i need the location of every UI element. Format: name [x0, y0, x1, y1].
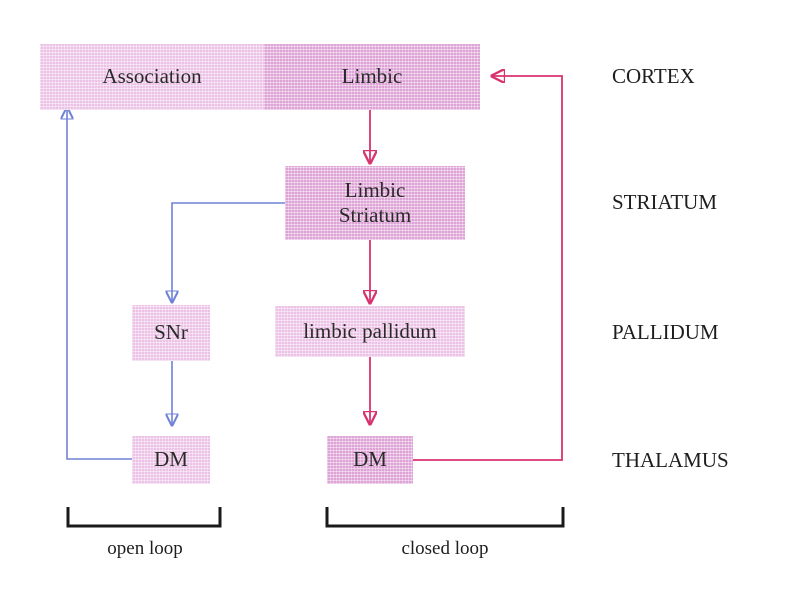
pallidum-level-label: PALLIDUM [612, 320, 719, 344]
open-loop-label: open loop [107, 538, 183, 559]
limbic-pallidum-box: limbic pallidum [275, 306, 465, 357]
association-cortex-box: Association [40, 44, 264, 110]
limbic-cortex-box: Limbic [264, 44, 480, 110]
dm-open-loop-label: DM [154, 447, 188, 472]
closed-loop-dm-to-limbic-connector [413, 76, 563, 461]
dm-closed-loop-box: DM [327, 436, 413, 484]
open-loop-striatum-to-snr-connector [172, 202, 285, 302]
limbic-striatum-box: Limbic Striatum [285, 166, 465, 240]
open-loop-dm-to-association-connector [67, 108, 134, 460]
limbic-cortex-label: Limbic [341, 64, 403, 89]
dm-closed-loop-label: DM [353, 447, 387, 472]
open-loop-bracket [66, 507, 222, 528]
cortex-level-label: CORTEX [612, 64, 695, 88]
limbic-pallidum-label: limbic pallidum [303, 318, 437, 343]
association-cortex-label: Association [102, 64, 202, 89]
dm-open-loop-box: DM [132, 436, 210, 484]
striatum-level-label: STRIATUM [612, 190, 718, 214]
closed-loop-label: closed loop [401, 538, 489, 559]
thalamus-level-label: THALAMUS [612, 448, 729, 472]
snr-label: SNr [154, 320, 188, 345]
limbic-striatum-label-line2: Striatum [338, 203, 412, 227]
snr-box: SNr [132, 305, 210, 361]
closed-loop-bracket [325, 507, 565, 528]
limbic-striatum-label-line1: Limbic [344, 177, 406, 202]
